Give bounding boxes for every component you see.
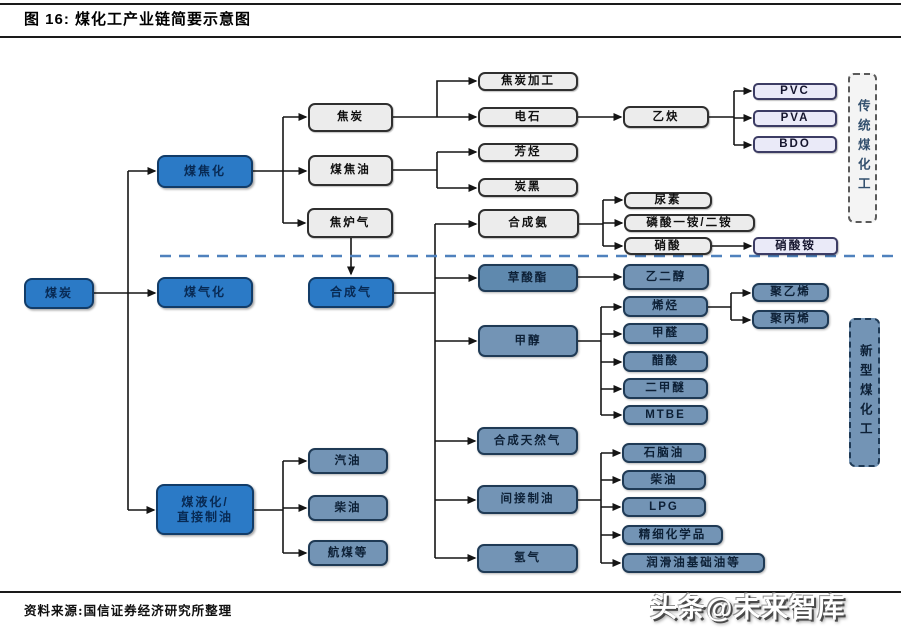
node-polyethylene: 聚乙烯: [752, 283, 829, 302]
figure-title: 图 16: 煤化工产业链简要示意图: [24, 11, 252, 28]
node-acetylene: 乙炔: [623, 106, 709, 128]
node-gasoline: 汽油: [308, 448, 388, 474]
node-bdo: BDO: [753, 136, 837, 153]
node-naphtha: 石脑油: [622, 443, 706, 463]
node-ammonium-nitrate: 硝酸铵: [753, 237, 838, 255]
node-formaldehyde: 甲醛: [623, 323, 708, 344]
watermark: 头条@未来智库: [650, 593, 846, 623]
node-coke-processing: 焦炭加工: [478, 72, 578, 91]
node-synthetic-natural-gas: 合成天然气: [477, 427, 578, 455]
node-jet-fuel: 航煤等: [308, 540, 388, 566]
bottom-rule: [0, 591, 901, 593]
source-note: 资料来源:国信证券经济研究所整理: [24, 603, 233, 618]
node-polypropylene: 聚丙烯: [752, 310, 829, 329]
title-underline: [0, 36, 901, 38]
node-urea: 尿素: [624, 192, 712, 209]
node-diesel-left: 柴油: [308, 495, 388, 521]
node-coke: 焦炭: [308, 103, 393, 132]
node-pva: PVA: [753, 110, 837, 127]
node-mtbe: MTBE: [623, 405, 708, 425]
node-syngas: 合成气: [308, 277, 394, 308]
node-olefins: 烯烃: [623, 296, 708, 317]
node-pvc: PVC: [753, 83, 837, 100]
node-lpg: LPG: [622, 497, 706, 517]
node-ammonium-phosphate: 磷酸一铵/二铵: [624, 214, 755, 232]
node-ethylene-glycol: 乙二醇: [623, 264, 709, 290]
node-coke-oven-gas: 焦炉气: [307, 208, 393, 238]
node-coal-coking: 煤焦化: [157, 155, 253, 188]
node-coal-liquefaction: 煤液化/ 直接制油: [156, 484, 254, 535]
node-calcium-carbide: 电石: [478, 107, 578, 127]
node-coal-tar: 煤焦油: [308, 155, 393, 186]
node-coal: 煤炭: [24, 278, 94, 309]
connector-line: [436, 77, 478, 117]
node-indirect-liquefaction: 间接制油: [477, 485, 578, 514]
node-new-coal-chem: 新型煤化工: [849, 318, 880, 467]
node-fine-chemicals: 精细化学品: [622, 525, 723, 545]
node-methanol: 甲醇: [478, 325, 578, 357]
node-lube-base-oil: 润滑油基础油等: [622, 553, 765, 573]
node-aromatics: 芳烃: [478, 143, 578, 162]
node-synthetic-ammonia: 合成氨: [478, 209, 579, 238]
node-carbon-black: 炭黑: [478, 178, 578, 197]
node-hydrogen: 氢气: [477, 544, 578, 573]
node-acetic-acid: 醋酸: [623, 351, 708, 372]
top-rule: [0, 3, 901, 5]
node-nitric-acid: 硝酸: [624, 237, 712, 255]
node-oxalate-ester: 草酸酯: [478, 264, 578, 292]
node-traditional-coal-chem: 传统煤化工: [848, 73, 877, 223]
node-dimethyl-ether: 二甲醚: [623, 378, 708, 399]
node-coal-gasification: 煤气化: [157, 277, 253, 308]
node-diesel-right: 柴油: [622, 470, 706, 490]
